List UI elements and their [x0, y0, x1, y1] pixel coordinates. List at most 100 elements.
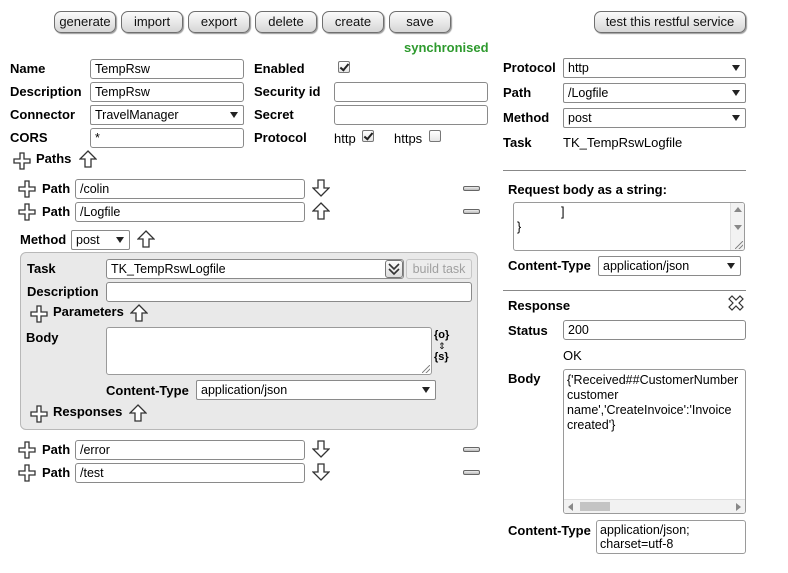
add-icon[interactable]: [30, 305, 48, 323]
add-icon[interactable]: [18, 441, 36, 459]
task-value: TK_TempRswLogfile: [111, 262, 226, 276]
scroll-down-icon[interactable]: [734, 225, 742, 230]
response-content-type-line: application/json;: [600, 523, 690, 537]
test-service-button[interactable]: test this restful service: [594, 11, 746, 33]
cors-label: CORS: [10, 130, 48, 145]
request-body-textarea[interactable]: ] }: [513, 202, 745, 251]
response-content-type-line: charset=utf-8: [600, 537, 674, 551]
divider: [503, 170, 746, 171]
description-field[interactable]: TempRsw: [90, 82, 244, 102]
right-method-select[interactable]: post: [563, 108, 746, 128]
status-text: OK: [563, 348, 582, 363]
secret-field[interactable]: [334, 105, 488, 125]
name-field[interactable]: TempRsw: [90, 59, 244, 79]
save-button[interactable]: save: [389, 11, 451, 33]
protocol-label: Protocol: [254, 130, 307, 145]
task-dropdown-button[interactable]: [385, 260, 403, 278]
https-checkbox[interactable]: [429, 130, 441, 142]
body-label: Body: [26, 330, 59, 345]
arrow-down-icon[interactable]: [312, 440, 330, 458]
arrow-down-icon[interactable]: [312, 179, 330, 197]
connector-select[interactable]: TravelManager: [90, 105, 244, 125]
http-label: http: [334, 131, 356, 146]
response-body-textarea[interactable]: {'Received##CustomerNumber customer name…: [563, 369, 746, 514]
chevron-down-icon: [732, 115, 740, 121]
remove-path-button[interactable]: [463, 470, 480, 475]
cors-field[interactable]: *: [90, 128, 244, 148]
remove-path-button[interactable]: [463, 209, 480, 214]
remove-path-button[interactable]: [463, 186, 480, 191]
connector-value: TravelManager: [95, 108, 179, 122]
arrow-up-icon[interactable]: [130, 304, 148, 322]
path-label: Path: [42, 204, 71, 219]
request-scrollbar[interactable]: [730, 203, 744, 250]
delete-button[interactable]: delete: [255, 11, 317, 33]
path-field[interactable]: /test: [75, 463, 305, 483]
enabled-label: Enabled: [254, 61, 305, 76]
path-field[interactable]: /Logfile: [75, 202, 305, 222]
response-body-label: Body: [508, 371, 541, 386]
task-field[interactable]: TK_TempRswLogfile: [106, 259, 404, 279]
add-icon[interactable]: [18, 180, 36, 198]
resize-handle[interactable]: [735, 241, 743, 249]
chevron-down-icon: [727, 263, 735, 269]
path-field[interactable]: /colin: [75, 179, 305, 199]
response-content-type-field[interactable]: application/json; charset=utf-8: [596, 520, 746, 554]
chevron-down-icon: [422, 387, 430, 393]
generate-button[interactable]: generate: [54, 11, 116, 33]
import-button[interactable]: import: [121, 11, 183, 33]
close-icon[interactable]: [727, 294, 745, 312]
https-label: https: [394, 131, 423, 146]
right-protocol-select[interactable]: http: [563, 58, 746, 78]
responses-heading: Responses: [53, 404, 123, 419]
right-protocol-label: Protocol: [503, 60, 556, 75]
path-field[interactable]: /error: [75, 440, 305, 460]
right-path-select[interactable]: /Logfile: [563, 83, 746, 103]
remove-path-button[interactable]: [463, 447, 480, 452]
security-id-field[interactable]: [334, 82, 488, 102]
object-toggle[interactable]: {o}: [434, 329, 450, 341]
response-content-type-label: Content-Type: [508, 523, 591, 538]
panel-content-type-select[interactable]: application/json: [196, 380, 436, 400]
panel-description-field[interactable]: [106, 282, 472, 302]
status-field[interactable]: 200: [563, 320, 746, 340]
add-icon[interactable]: [30, 405, 48, 423]
divider: [503, 290, 746, 291]
arrow-up-icon[interactable]: [137, 230, 155, 248]
arrow-up-icon[interactable]: [129, 404, 147, 422]
scroll-thumb[interactable]: [580, 502, 610, 511]
build-task-button[interactable]: build task: [406, 259, 472, 279]
string-toggle[interactable]: {s}: [434, 351, 449, 363]
request-line-1: ]: [561, 205, 565, 219]
response-body-line: customer: [567, 388, 619, 402]
method-label: Method: [20, 232, 67, 247]
resize-handle[interactable]: [422, 365, 430, 373]
arrow-down-icon[interactable]: [312, 463, 330, 481]
status-label: Status: [508, 323, 548, 338]
arrow-up-icon[interactable]: [79, 150, 97, 168]
connector-label: Connector: [10, 107, 75, 122]
scroll-right-icon[interactable]: [736, 503, 741, 511]
right-path-label: Path: [503, 85, 532, 100]
scroll-left-icon[interactable]: [568, 503, 573, 511]
request-content-type-value: application/json: [603, 259, 690, 273]
body-textarea[interactable]: [106, 327, 432, 375]
add-icon[interactable]: [13, 152, 31, 170]
task-label: Task: [27, 261, 56, 276]
chevron-down-icon: [230, 112, 238, 118]
horizontal-scrollbar[interactable]: [564, 499, 745, 513]
arrow-up-icon[interactable]: [312, 202, 330, 220]
method-select[interactable]: post: [71, 230, 130, 250]
add-icon[interactable]: [18, 464, 36, 482]
enabled-checkbox[interactable]: [338, 61, 350, 73]
right-method-label: Method: [503, 110, 550, 125]
right-task-value: TK_TempRswLogfile: [563, 135, 683, 150]
chevron-down-icon: [732, 65, 740, 71]
create-button[interactable]: create: [322, 11, 384, 33]
scroll-up-icon[interactable]: [734, 207, 742, 212]
http-checkbox[interactable]: [362, 130, 374, 142]
request-content-type-select[interactable]: application/json: [598, 256, 741, 276]
export-button[interactable]: export: [188, 11, 250, 33]
method-value: post: [76, 233, 100, 247]
add-icon[interactable]: [18, 203, 36, 221]
